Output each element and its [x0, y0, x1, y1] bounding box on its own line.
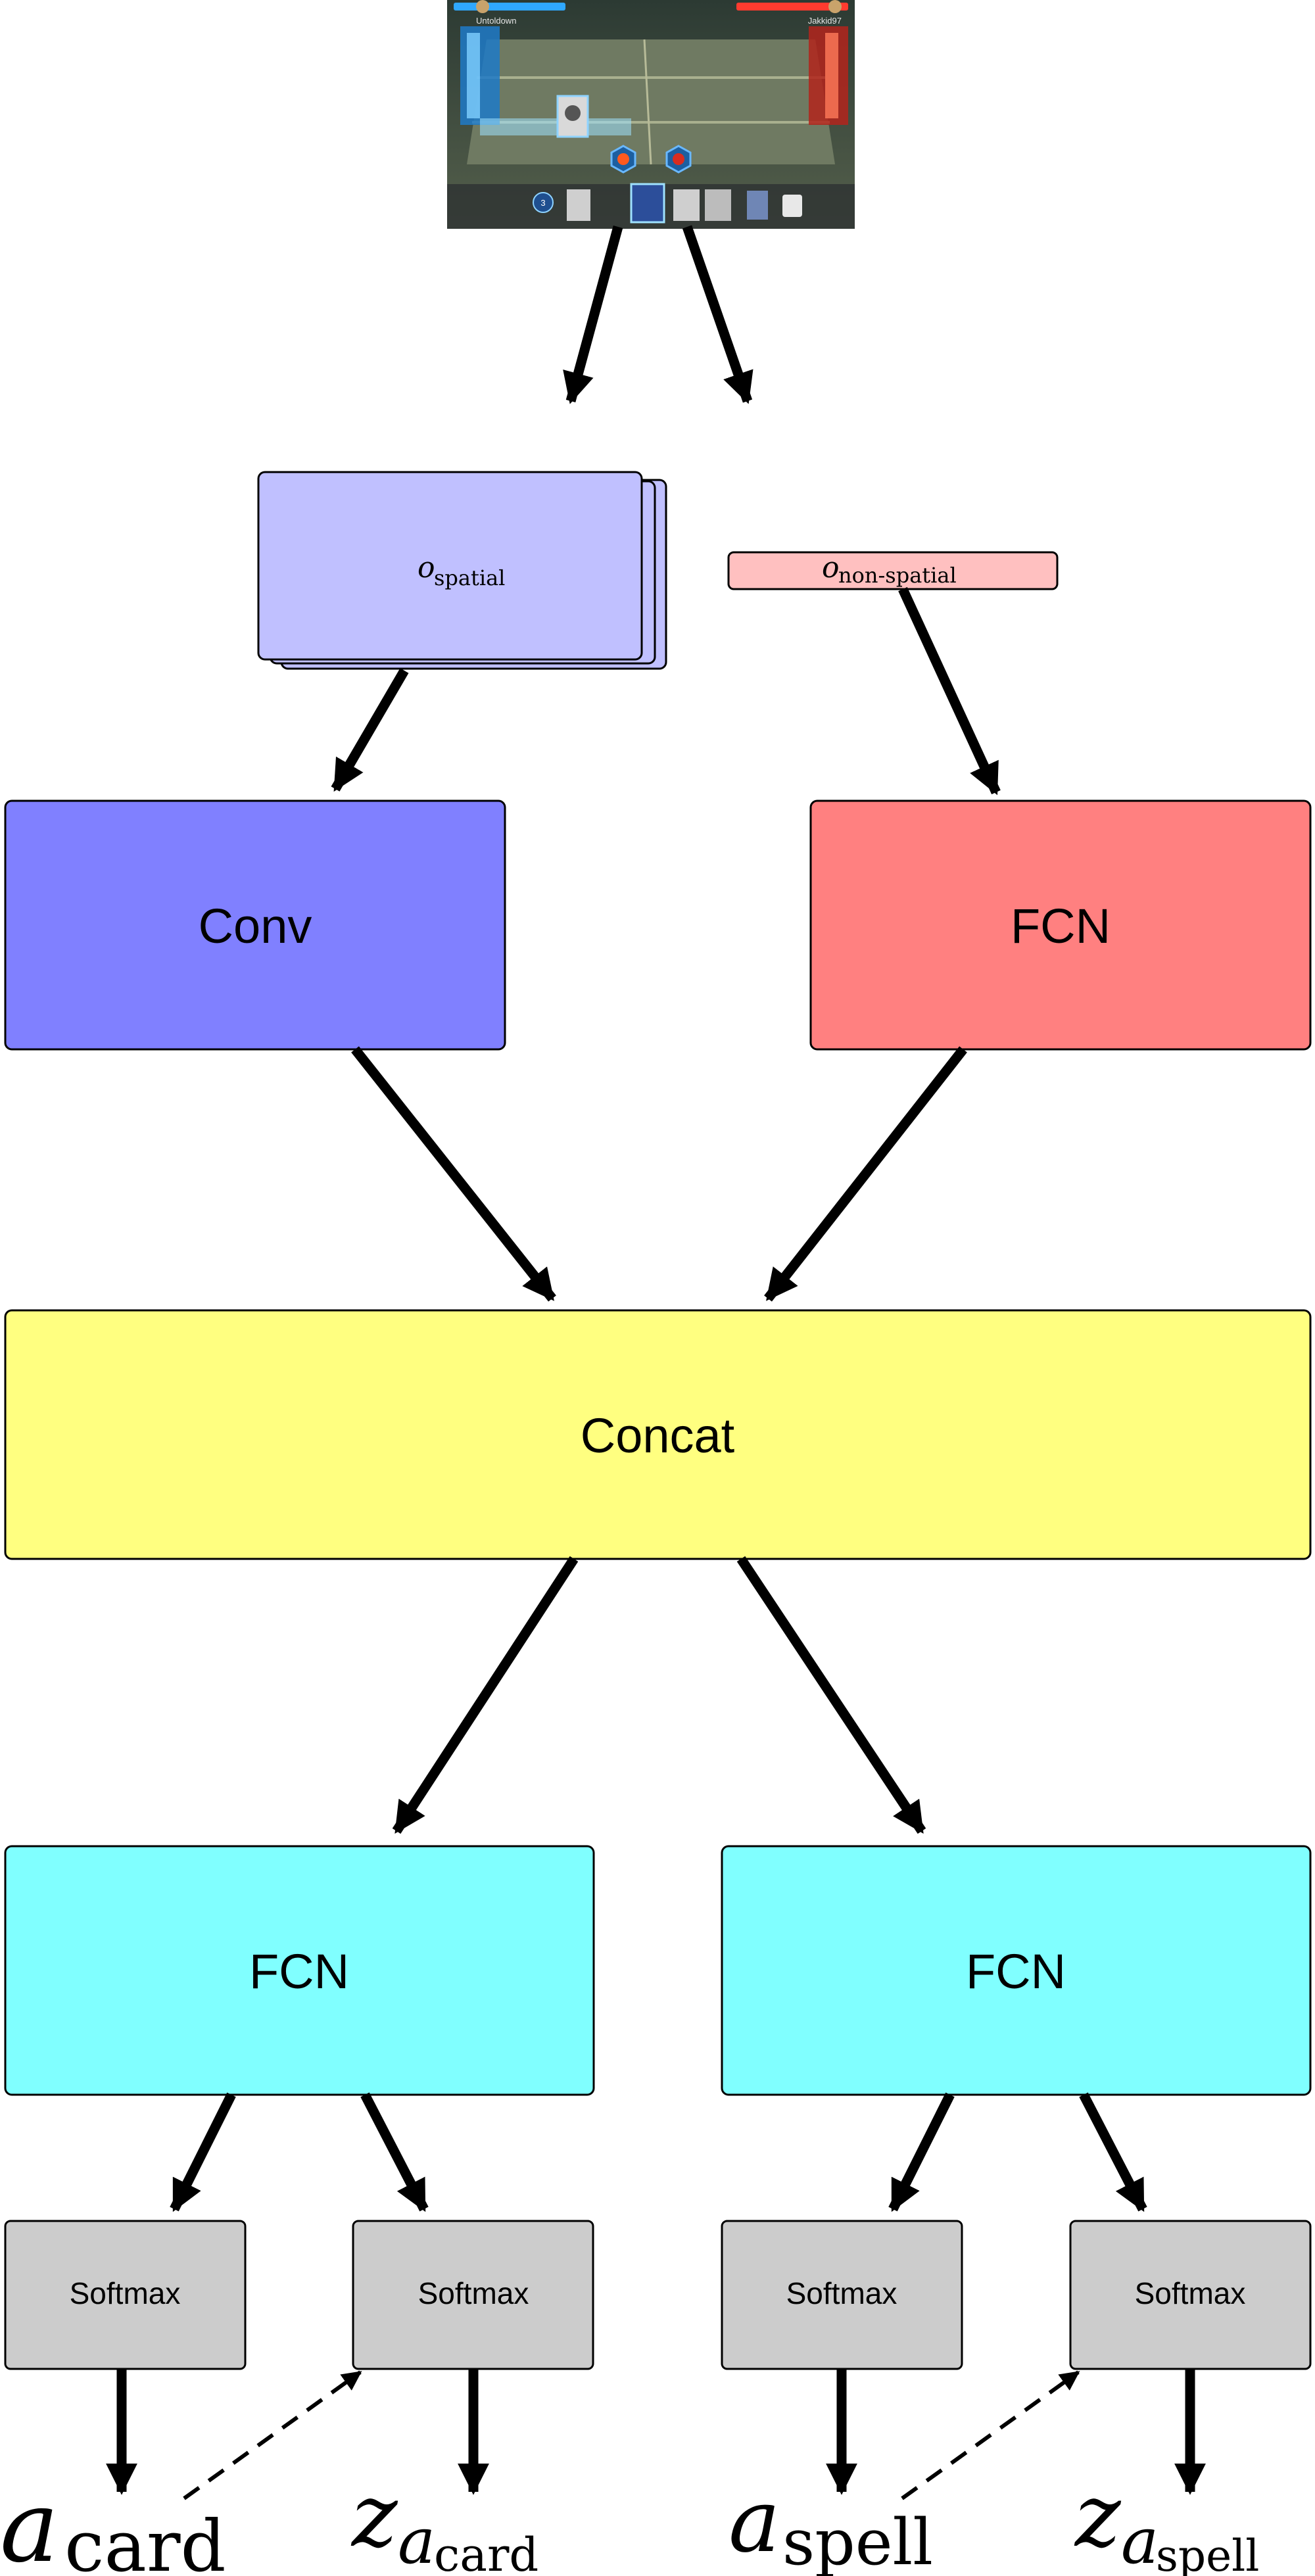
- softmax-2-label: Softmax: [418, 2276, 529, 2310]
- obs-spatial-node: o spatial: [258, 472, 666, 669]
- left-player-name: Untoldown: [476, 16, 516, 26]
- arrow-concat-to-fcn-left: [396, 1559, 574, 1831]
- z-card-sub-symbol: a: [398, 2504, 435, 2576]
- output-a-card: a card: [0, 2470, 226, 2576]
- highlighted-lane: [480, 118, 631, 135]
- obs-nonspatial-subscript: non-spatial: [838, 563, 957, 588]
- left-health-bar: [454, 3, 565, 11]
- a-card-symbol: a: [0, 2470, 59, 2576]
- softmax-4-label: Softmax: [1135, 2276, 1246, 2310]
- hand-card-1: [567, 189, 590, 221]
- z-card-subscript: card: [434, 2528, 538, 2576]
- conv-label: Conv: [199, 899, 312, 953]
- game-screenshot: Untoldown Jakkid97 3: [447, 0, 855, 229]
- softmax-3-label: Softmax: [786, 2276, 897, 2310]
- z-spell-symbol: z: [1074, 2466, 1122, 2567]
- z-card-symbol: z: [350, 2466, 398, 2567]
- arrow-nonspatial-to-fcn: [903, 589, 996, 792]
- arrow-screenshot-to-spatial: [571, 227, 618, 401]
- dashed-arrow-a-card-to-softmax-2: [184, 2372, 360, 2498]
- right-player-name: Jakkid97: [808, 16, 842, 26]
- softmax-3-node: Softmax: [722, 2221, 962, 2369]
- arrow-concat-to-fcn-right: [741, 1559, 922, 1831]
- fcn-right-label: FCN: [966, 1944, 1066, 1999]
- arrow-fcn-left-to-softmax-2: [365, 2095, 424, 2209]
- arrow-fcn-right-to-softmax-3: [893, 2095, 950, 2209]
- a-card-subscript: card: [64, 2506, 226, 2576]
- arrow-fcn-left-to-softmax-1: [174, 2095, 231, 2209]
- output-a-spell: a spell: [729, 2471, 933, 2576]
- arrow-screenshot-to-nonspatial: [687, 227, 748, 401]
- concat-label: Concat: [581, 1408, 735, 1463]
- obs-nonspatial-node: o non-spatial: [729, 551, 1057, 589]
- dashed-arrow-a-spell-to-softmax-4: [902, 2372, 1078, 2498]
- fcn-top-node: FCN: [811, 801, 1310, 1049]
- arrow-spatial-to-conv: [335, 671, 404, 789]
- obs-nonspatial-symbol: o: [822, 551, 840, 584]
- obs-spatial-symbol: o: [418, 551, 435, 584]
- output-z-spell: z a spell: [1074, 2466, 1259, 2576]
- hand-card-2: [673, 189, 700, 221]
- fcn-top-label: FCN: [1011, 899, 1111, 953]
- arrow-fcn-right-to-softmax-4: [1084, 2095, 1143, 2209]
- arrow-conv-to-concat: [355, 1049, 552, 1299]
- hand-card-4: [747, 191, 768, 220]
- softmax-2-node: Softmax: [353, 2221, 593, 2369]
- z-spell-sub-symbol: a: [1121, 2504, 1159, 2576]
- trash-icon: [782, 195, 802, 217]
- a-spell-symbol: a: [729, 2471, 780, 2572]
- a-spell-subscript: spell: [782, 2506, 933, 2576]
- hand-card-3: [705, 189, 731, 221]
- fcn-right-node: FCN: [722, 1846, 1310, 2095]
- softmax-1-node: Softmax: [5, 2221, 245, 2369]
- arrow-fcn-to-concat: [768, 1049, 963, 1299]
- hand-card-selected: [631, 184, 664, 222]
- softmax-4-node: Softmax: [1070, 2221, 1310, 2369]
- output-z-card: z a card: [350, 2466, 538, 2576]
- conv-node: Conv: [5, 801, 505, 1049]
- right-avatar-icon: [828, 0, 842, 13]
- softmax-1-label: Softmax: [70, 2276, 181, 2310]
- obs-spatial-subscript: spatial: [434, 565, 505, 590]
- left-avatar-icon: [476, 0, 489, 13]
- concat-node: Concat: [5, 1310, 1310, 1559]
- fcn-left-label: FCN: [249, 1944, 349, 1999]
- mana-value: 3: [540, 198, 545, 208]
- fcn-left-node: FCN: [5, 1846, 594, 2095]
- z-spell-subscript: spell: [1156, 2531, 1259, 2576]
